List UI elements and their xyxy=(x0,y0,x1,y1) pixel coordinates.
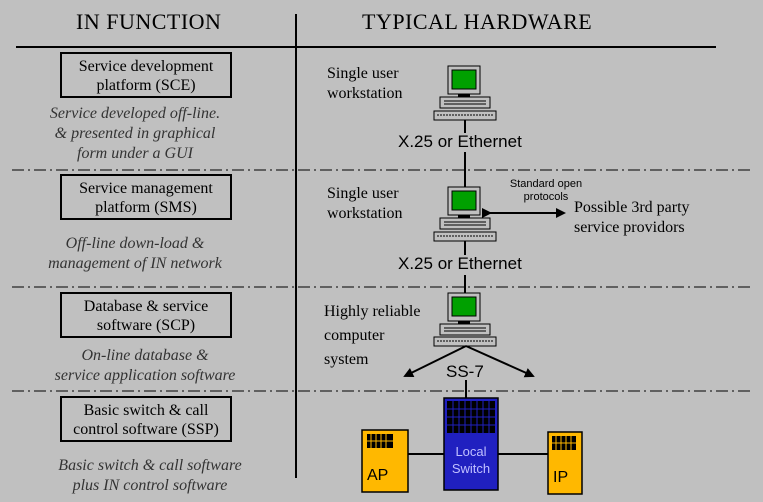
link-label-1: X.25 or Ethernet xyxy=(398,132,522,151)
local-switch-icon xyxy=(443,397,499,491)
sce-box: Service development platform (SCE) xyxy=(60,52,232,98)
sce-description: Service developed off-line. & presented … xyxy=(49,105,221,162)
ip-cabinet-icon xyxy=(547,431,583,495)
ssp-box: Basic switch & call control software (SS… xyxy=(60,396,232,442)
sce-hardware-label: Single user workstation xyxy=(327,65,403,102)
ip-label: IP xyxy=(553,469,569,486)
third-party-label: Possible 3rd party service providors xyxy=(574,199,690,236)
ap-cabinet-icon xyxy=(361,429,409,493)
sms-description: Off-line down-load & management of IN ne… xyxy=(48,235,222,272)
local-switch-label: Local Switch xyxy=(451,444,491,476)
sms-box: Service management platform (SMS) xyxy=(60,174,232,220)
workstation-icon xyxy=(433,65,497,121)
ssp-description: Basic switch & call software plus IN con… xyxy=(58,457,242,494)
link-label-2: X.25 or Ethernet xyxy=(398,254,522,273)
typical-hardware-header: TYPICAL HARDWARE xyxy=(362,9,593,34)
scp-box: Database & service software (SCP) xyxy=(60,292,232,338)
scp-description: On-line database & service application s… xyxy=(54,347,236,384)
sms-hardware-label: Single user workstation xyxy=(327,185,403,222)
in-function-header: IN FUNCTION xyxy=(76,9,222,34)
protocols-label: Standard open protocols xyxy=(509,178,583,203)
scp-hardware-label: Highly reliable computer system xyxy=(324,303,421,368)
workstation-icon xyxy=(433,292,497,347)
workstation-icon xyxy=(433,186,497,242)
ap-label: AP xyxy=(367,467,389,484)
ss7-label: SS-7 xyxy=(446,362,484,381)
